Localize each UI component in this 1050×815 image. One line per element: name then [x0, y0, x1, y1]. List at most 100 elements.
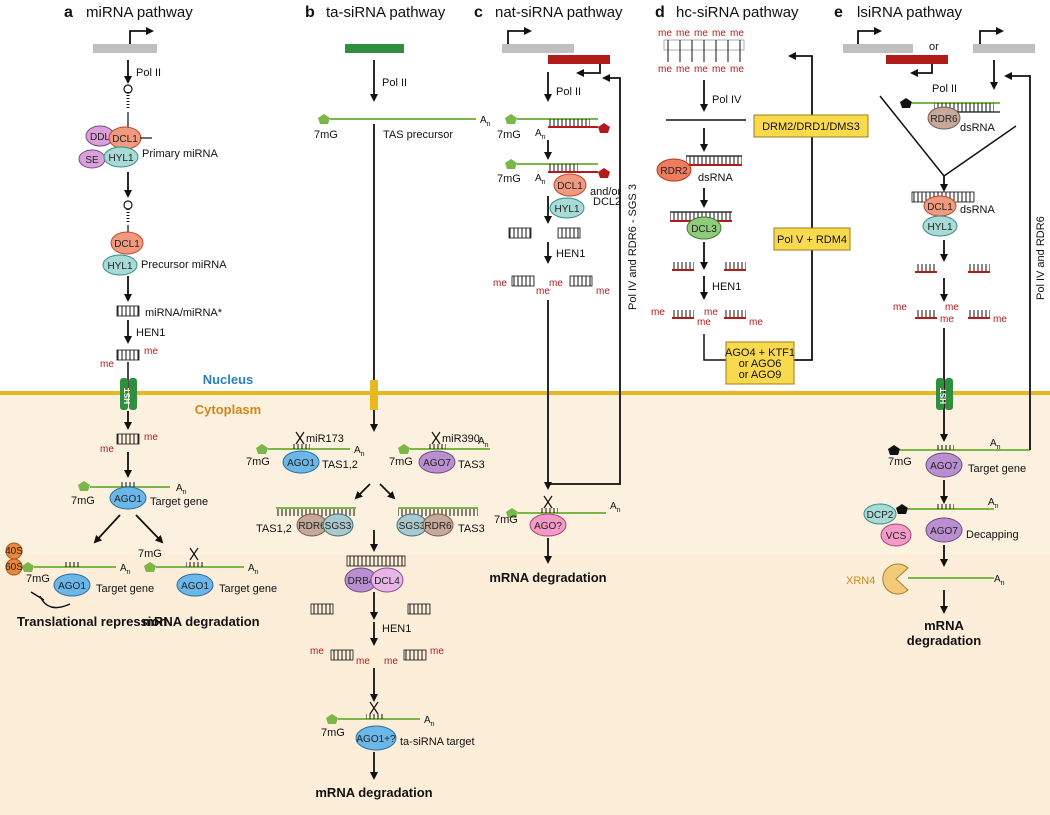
svg-text:HEN1: HEN1	[556, 248, 585, 260]
svg-text:7mG: 7mG	[246, 456, 270, 468]
svg-text:AGO1: AGO1	[181, 581, 209, 592]
svg-text:Decapping: Decapping	[966, 529, 1019, 541]
svg-text:ta-siRNA pathway: ta-siRNA pathway	[326, 4, 446, 21]
svg-text:me: me	[536, 286, 550, 297]
svg-text:AGO1: AGO1	[287, 458, 315, 469]
svg-text:me: me	[100, 444, 114, 455]
side-label-e: Pol IV and RDR6	[1035, 216, 1047, 300]
svg-text:Pol II: Pol II	[382, 77, 407, 89]
svg-text:mRNA degradation: mRNA degradation	[142, 614, 259, 629]
svg-text:RDR2: RDR2	[660, 166, 688, 177]
svg-text:AGO1: AGO1	[114, 494, 142, 505]
rdr2-protein	[656, 158, 692, 182]
svg-text:7mG: 7mG	[314, 129, 338, 141]
svg-text:dsRNA: dsRNA	[960, 122, 996, 134]
svg-text:An: An	[354, 445, 365, 458]
svg-text:RDR6: RDR6	[424, 521, 452, 532]
svg-text:Target gene: Target gene	[219, 583, 277, 595]
svg-text:me: me	[356, 656, 370, 667]
svg-text:DCL1: DCL1	[557, 181, 583, 192]
svg-text:HEN1: HEN1	[712, 281, 741, 293]
svg-text:me: me	[310, 646, 324, 657]
svg-text:me: me	[676, 28, 690, 39]
svg-text:7mG: 7mG	[321, 727, 345, 739]
svg-text:RDR6: RDR6	[298, 521, 326, 532]
svg-text:me: me	[730, 28, 744, 39]
svg-text:miR390: miR390	[442, 433, 480, 445]
svg-text:Target gene: Target gene	[150, 496, 208, 508]
svg-text:dsRNA: dsRNA	[960, 204, 996, 216]
gene-a	[93, 44, 157, 53]
svg-text:An: An	[120, 563, 131, 576]
svg-text:or AGO9: or AGO9	[739, 369, 782, 381]
ago1plus-b	[355, 725, 397, 751]
svg-text:TAS1,2: TAS1,2	[322, 459, 358, 471]
svg-text:RDR6: RDR6	[930, 114, 958, 125]
svg-text:DRM2/DRD1/DMS3: DRM2/DRD1/DMS3	[762, 121, 860, 133]
svg-text:TAS3: TAS3	[458, 459, 485, 471]
panel-a: Pol II DDL DCL1 SE HYL1 Primary miRNA DC…	[5, 27, 277, 629]
svg-text:me: me	[549, 278, 563, 289]
svg-text:7mG: 7mG	[26, 573, 50, 585]
svg-text:degradation: degradation	[907, 633, 981, 648]
svg-text:DCL1: DCL1	[927, 202, 953, 213]
svg-text:me: me	[893, 302, 907, 313]
svg-text:An: An	[176, 483, 187, 496]
svg-text:Pol II: Pol II	[136, 67, 161, 79]
gene-b	[345, 44, 404, 53]
panel-b: Pol II 7mG An TAS precursor 7mG An miR17…	[246, 44, 491, 800]
svg-text:AGO7: AGO7	[930, 526, 958, 537]
svg-text:AGO?: AGO?	[534, 521, 562, 532]
svg-text:dsRNA: dsRNA	[698, 172, 734, 184]
svg-text:7mG: 7mG	[71, 495, 95, 507]
svg-text:me: me	[100, 359, 114, 370]
svg-text:me: me	[384, 656, 398, 667]
hst-transporter-e: HST	[939, 388, 948, 404]
svg-text:7mG: 7mG	[888, 456, 912, 468]
svg-text:An: An	[610, 501, 621, 514]
ago1-b	[282, 450, 320, 474]
svg-text:me: me	[676, 64, 690, 75]
panel-c: Pol II 7mG An 7mG An DCL1 and/or DCL2 HY…	[489, 27, 639, 585]
ago1-a-1	[109, 486, 147, 510]
svg-text:b: b	[305, 4, 315, 21]
ago7-e-2	[925, 517, 963, 543]
dcp2-protein	[863, 503, 897, 525]
svg-text:40S: 40S	[5, 546, 23, 557]
svg-text:nat-siRNA pathway: nat-siRNA pathway	[495, 4, 623, 21]
svg-text:me: me	[430, 646, 444, 657]
svg-text:lsiRNA pathway: lsiRNA pathway	[857, 4, 963, 21]
svg-text:mRNA degradation: mRNA degradation	[315, 785, 432, 800]
svg-text:Target gene: Target gene	[96, 583, 154, 595]
svg-text:DRB4: DRB4	[348, 576, 375, 587]
svg-text:Pol II: Pol II	[556, 86, 581, 98]
svg-text:me: me	[658, 64, 672, 75]
svg-text:AGO1+?: AGO1+?	[356, 734, 396, 745]
svg-text:a: a	[64, 4, 73, 21]
svg-text:An: An	[480, 115, 491, 128]
svg-text:e: e	[834, 4, 843, 21]
svg-text:or AGO6: or AGO6	[739, 358, 782, 370]
nucleus-label: Nucleus	[203, 372, 254, 387]
svg-text:HYL1: HYL1	[107, 261, 132, 272]
hst-transporter-a: HST	[123, 388, 132, 404]
svg-text:me: me	[144, 432, 158, 443]
svg-text:me: me	[712, 64, 726, 75]
svg-text:DCP2: DCP2	[867, 510, 894, 521]
svg-text:SGS3: SGS3	[325, 521, 352, 532]
rdr6-e	[927, 106, 961, 130]
svg-text:me: me	[651, 307, 665, 318]
box-polv	[773, 227, 851, 251]
svg-text:An: An	[990, 438, 1001, 451]
svg-text:or: or	[929, 41, 939, 53]
svg-text:DCL4: DCL4	[374, 576, 400, 587]
box-drm2	[753, 114, 869, 138]
svg-text:Primary miRNA: Primary miRNA	[142, 148, 218, 160]
svg-text:TAS1,2: TAS1,2	[256, 523, 292, 535]
svg-text:me: me	[694, 64, 708, 75]
panel-e: or Pol II RDR6 dsRNA DCL1 dsRNA HYL1 me …	[843, 27, 1047, 648]
svg-text:An: An	[248, 563, 259, 576]
